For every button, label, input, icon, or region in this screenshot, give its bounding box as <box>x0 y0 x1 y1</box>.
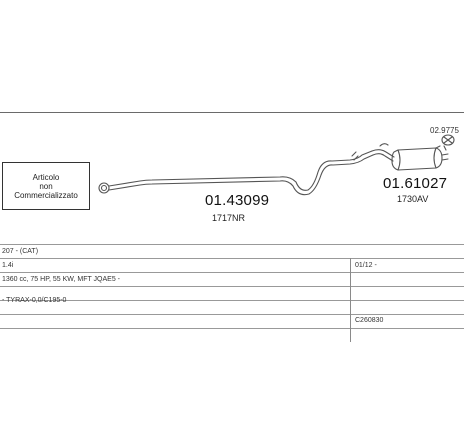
middle-pipe <box>108 150 373 191</box>
note-line-3: Commercializzato <box>14 190 78 200</box>
table-rule-4 <box>0 286 464 287</box>
fitting-note: - TYRAX-0,0/C195-0 <box>2 297 67 304</box>
production-date: 01/12 - <box>355 262 377 269</box>
part-ref-middle: 1717NR <box>212 213 246 223</box>
table-rule-5 <box>0 300 464 301</box>
part-ref-rear-muffler: 1730AV <box>397 194 429 204</box>
table-rule-3 <box>0 272 464 273</box>
part-code-clamp: 02.9775 <box>430 126 459 135</box>
engine-spec: 1360 cc, 75 HP, 55 KW, MFT JQAE5 - <box>2 276 121 283</box>
note-line-2: non <box>39 181 53 191</box>
joint-clamp <box>351 151 359 161</box>
reference-code: C260830 <box>355 317 384 324</box>
table-rule-6 <box>0 314 464 315</box>
table-rule-1 <box>0 244 464 245</box>
note-line-1: Articolo <box>32 172 60 182</box>
table-rule-7 <box>0 328 464 329</box>
engine-size: 1.4i <box>2 262 14 269</box>
part-code-rear-muffler: 01.61027 <box>383 175 448 192</box>
not-commercialized-note: Articolo non Commercializzato <box>2 162 90 210</box>
tail-clamp-icon <box>441 134 455 146</box>
top-separator <box>0 112 464 113</box>
table-column-divider <box>350 258 351 342</box>
vehicle-model: 207 - (CAT) <box>2 248 39 255</box>
part-code-middle: 01.43099 <box>205 192 270 209</box>
table-rule-2 <box>0 258 464 259</box>
front-flange-icon <box>98 182 110 194</box>
